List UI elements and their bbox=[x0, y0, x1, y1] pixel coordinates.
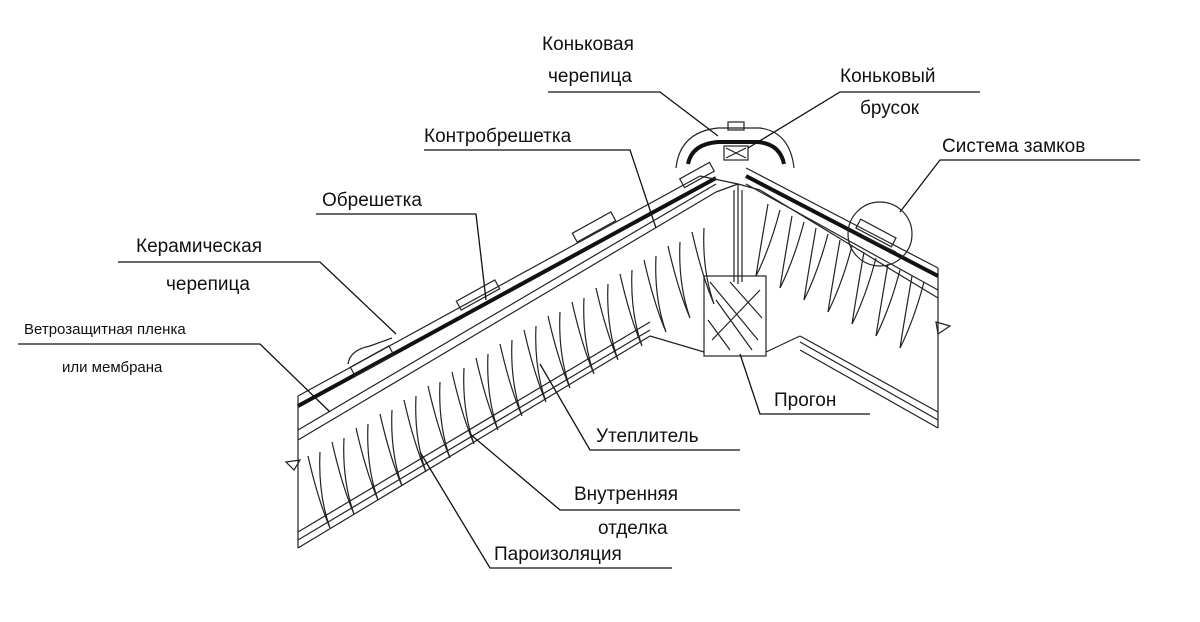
label-ceramic-tile-line2: черепица bbox=[166, 274, 250, 295]
ridge-tile-shape bbox=[675, 121, 795, 169]
label-inner-finish-line1: Внутренняя bbox=[574, 484, 678, 505]
label-ridge-tile-line2: черепица bbox=[548, 66, 632, 87]
label-wind-membrane-line2: или мембрана bbox=[62, 359, 163, 376]
label-lock-system: Система замков bbox=[942, 136, 1085, 157]
label-wind-membrane-line1: Ветрозащитная пленка bbox=[24, 321, 186, 338]
label-ridge-beam-line2: брусок bbox=[860, 98, 920, 119]
label-batten: Обрешетка bbox=[322, 190, 422, 211]
label-ceramic-tile-line1: Керамическая bbox=[136, 236, 262, 257]
label-counter-batten: Контробрешетка bbox=[424, 126, 572, 147]
right-slope bbox=[745, 167, 952, 429]
leader-lines bbox=[18, 91, 1140, 569]
lock-system-detail bbox=[847, 201, 913, 267]
label-vapor-barrier: Пароизоляция bbox=[494, 544, 622, 565]
label-inner-finish-line2: отделка bbox=[598, 518, 668, 539]
label-insulation: Утеплитель bbox=[596, 426, 699, 447]
label-purlin: Прогон bbox=[774, 390, 836, 411]
purlin-beam bbox=[703, 275, 767, 357]
labels: Коньковая черепица Коньковый брусок Сист… bbox=[24, 34, 1085, 565]
label-ridge-tile-line1: Коньковая bbox=[542, 34, 634, 55]
insulation-left bbox=[307, 227, 715, 529]
tiles-left bbox=[347, 161, 716, 377]
ridge-structure bbox=[649, 175, 801, 353]
label-ridge-beam-line1: Коньковый bbox=[840, 66, 935, 87]
